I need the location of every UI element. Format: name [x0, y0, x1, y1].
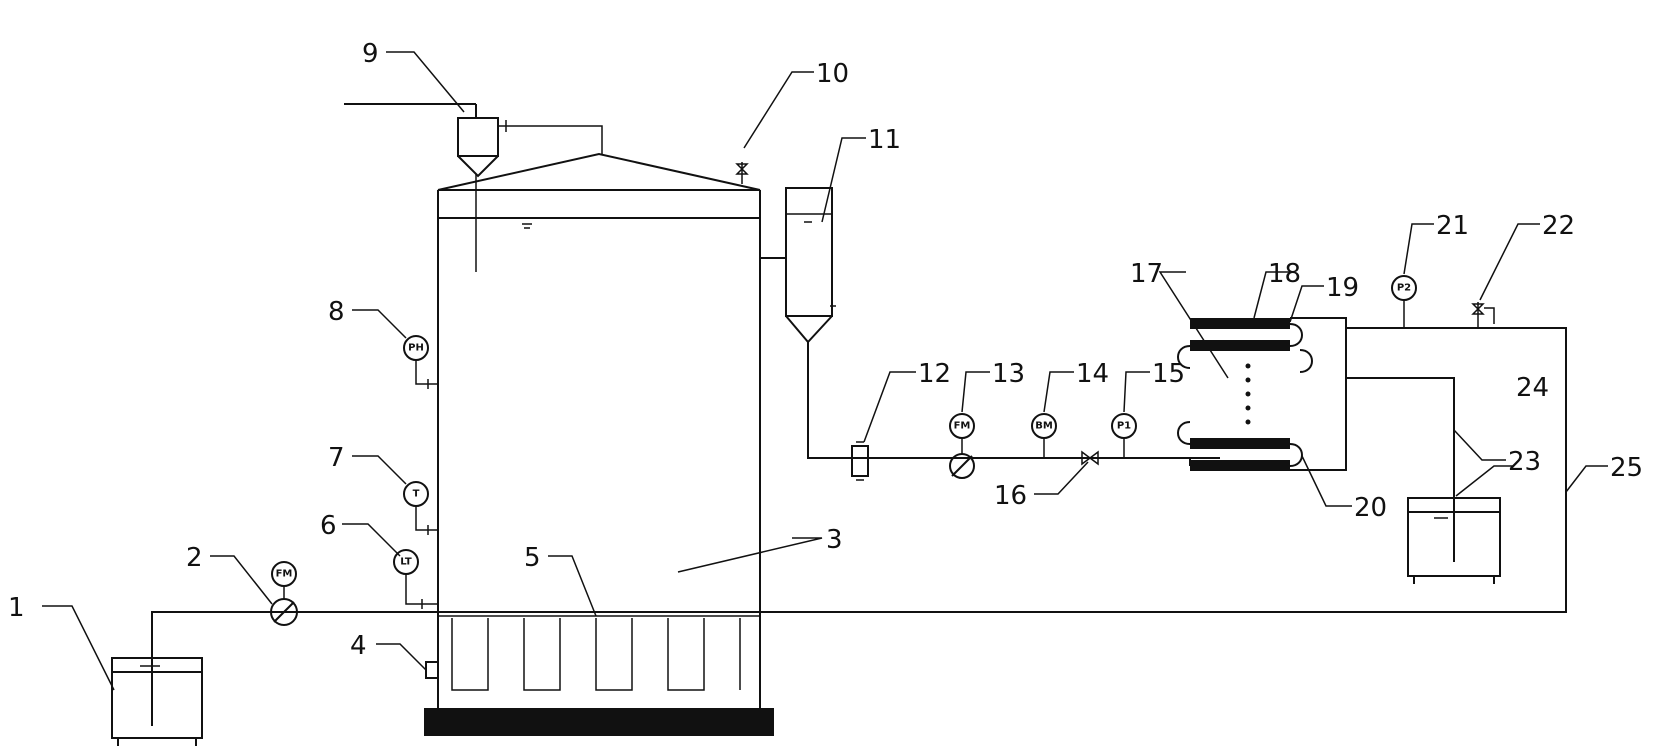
- callout-14: 14: [1076, 359, 1109, 389]
- u-bend: [1289, 323, 1303, 347]
- pressure-gauge-2: P2: [1391, 275, 1417, 328]
- membrane-tube: [1190, 460, 1290, 471]
- inlet-flowmeter-label: FM: [276, 569, 293, 580]
- callout-21: 21: [1436, 211, 1469, 241]
- pressure-gauge-1: P1: [1111, 413, 1137, 458]
- vent-valve: [735, 162, 749, 184]
- sample-valve: [1471, 302, 1495, 328]
- top-gas-separator: [344, 103, 603, 178]
- inline-valve-16: [1081, 450, 1099, 466]
- recycle-flowmeter: FM: [949, 413, 975, 439]
- ph-sensor: PH: [403, 335, 438, 389]
- gauge-14-label: BM: [1035, 421, 1053, 432]
- callout-6: 6: [320, 511, 337, 541]
- temperature-sensor-label: T: [413, 489, 420, 500]
- feed-and-return-pipe: [151, 327, 1567, 726]
- callout-4: 4: [350, 631, 367, 661]
- ph-sensor-label: PH: [408, 343, 424, 354]
- membrane-tube: [1190, 438, 1290, 449]
- permeate-tank: [1407, 497, 1501, 584]
- callout-22: 22: [1542, 211, 1575, 241]
- callout-13: 13: [992, 359, 1025, 389]
- gauge-14: BM: [1031, 413, 1057, 458]
- inline-filter: [851, 441, 869, 481]
- callout-20: 20: [1354, 493, 1387, 523]
- feed-pump: [270, 586, 298, 626]
- membrane-tube: [1190, 318, 1290, 329]
- recycle-flowmeter-label: FM: [954, 421, 971, 432]
- bottom-distributor: [451, 618, 741, 691]
- callout-17: 17: [1130, 259, 1163, 289]
- callout-5: 5: [524, 543, 541, 573]
- feed-tank: [111, 657, 203, 746]
- callout-15: 15: [1152, 359, 1185, 389]
- callout-24: 24: [1516, 373, 1549, 403]
- callout-1: 1: [8, 593, 25, 623]
- level-transmitter: LT: [393, 549, 438, 609]
- callout-16: 16: [994, 481, 1027, 511]
- reactor-vessel: [424, 152, 774, 736]
- callout-3: 3: [826, 525, 843, 555]
- drain-valve: [425, 661, 439, 679]
- callout-2: 2: [186, 543, 203, 573]
- membrane-tube: [1190, 340, 1290, 351]
- callout-8: 8: [328, 297, 345, 327]
- pressure-gauge-1-label: P1: [1117, 421, 1131, 432]
- callout-18: 18: [1268, 259, 1301, 289]
- callout-12: 12: [918, 359, 951, 389]
- level-transmitter-label: LT: [400, 557, 412, 568]
- pressure-gauge-2-label: P2: [1397, 283, 1411, 294]
- temperature-sensor: T: [403, 481, 438, 535]
- callout-23: 23: [1508, 447, 1541, 477]
- recycle-pump: [949, 438, 975, 479]
- permeate-pipe: [1346, 377, 1455, 562]
- callout-11: 11: [868, 125, 901, 155]
- leader-lines: [42, 51, 1608, 691]
- callout-19: 19: [1326, 273, 1359, 303]
- membrane-module-stack: [1177, 317, 1347, 471]
- reactor-base: [424, 708, 774, 736]
- callout-9: 9: [362, 39, 379, 69]
- callout-10: 10: [816, 59, 849, 89]
- callout-25: 25: [1610, 453, 1643, 483]
- callout-7: 7: [328, 443, 345, 473]
- callout-labels: 1 2 3 4 5 6 7 8 9 10 11 12 13 14 15 16 1…: [8, 39, 1643, 661]
- u-bend: [1289, 443, 1303, 467]
- inlet-flowmeter: FM: [271, 561, 297, 587]
